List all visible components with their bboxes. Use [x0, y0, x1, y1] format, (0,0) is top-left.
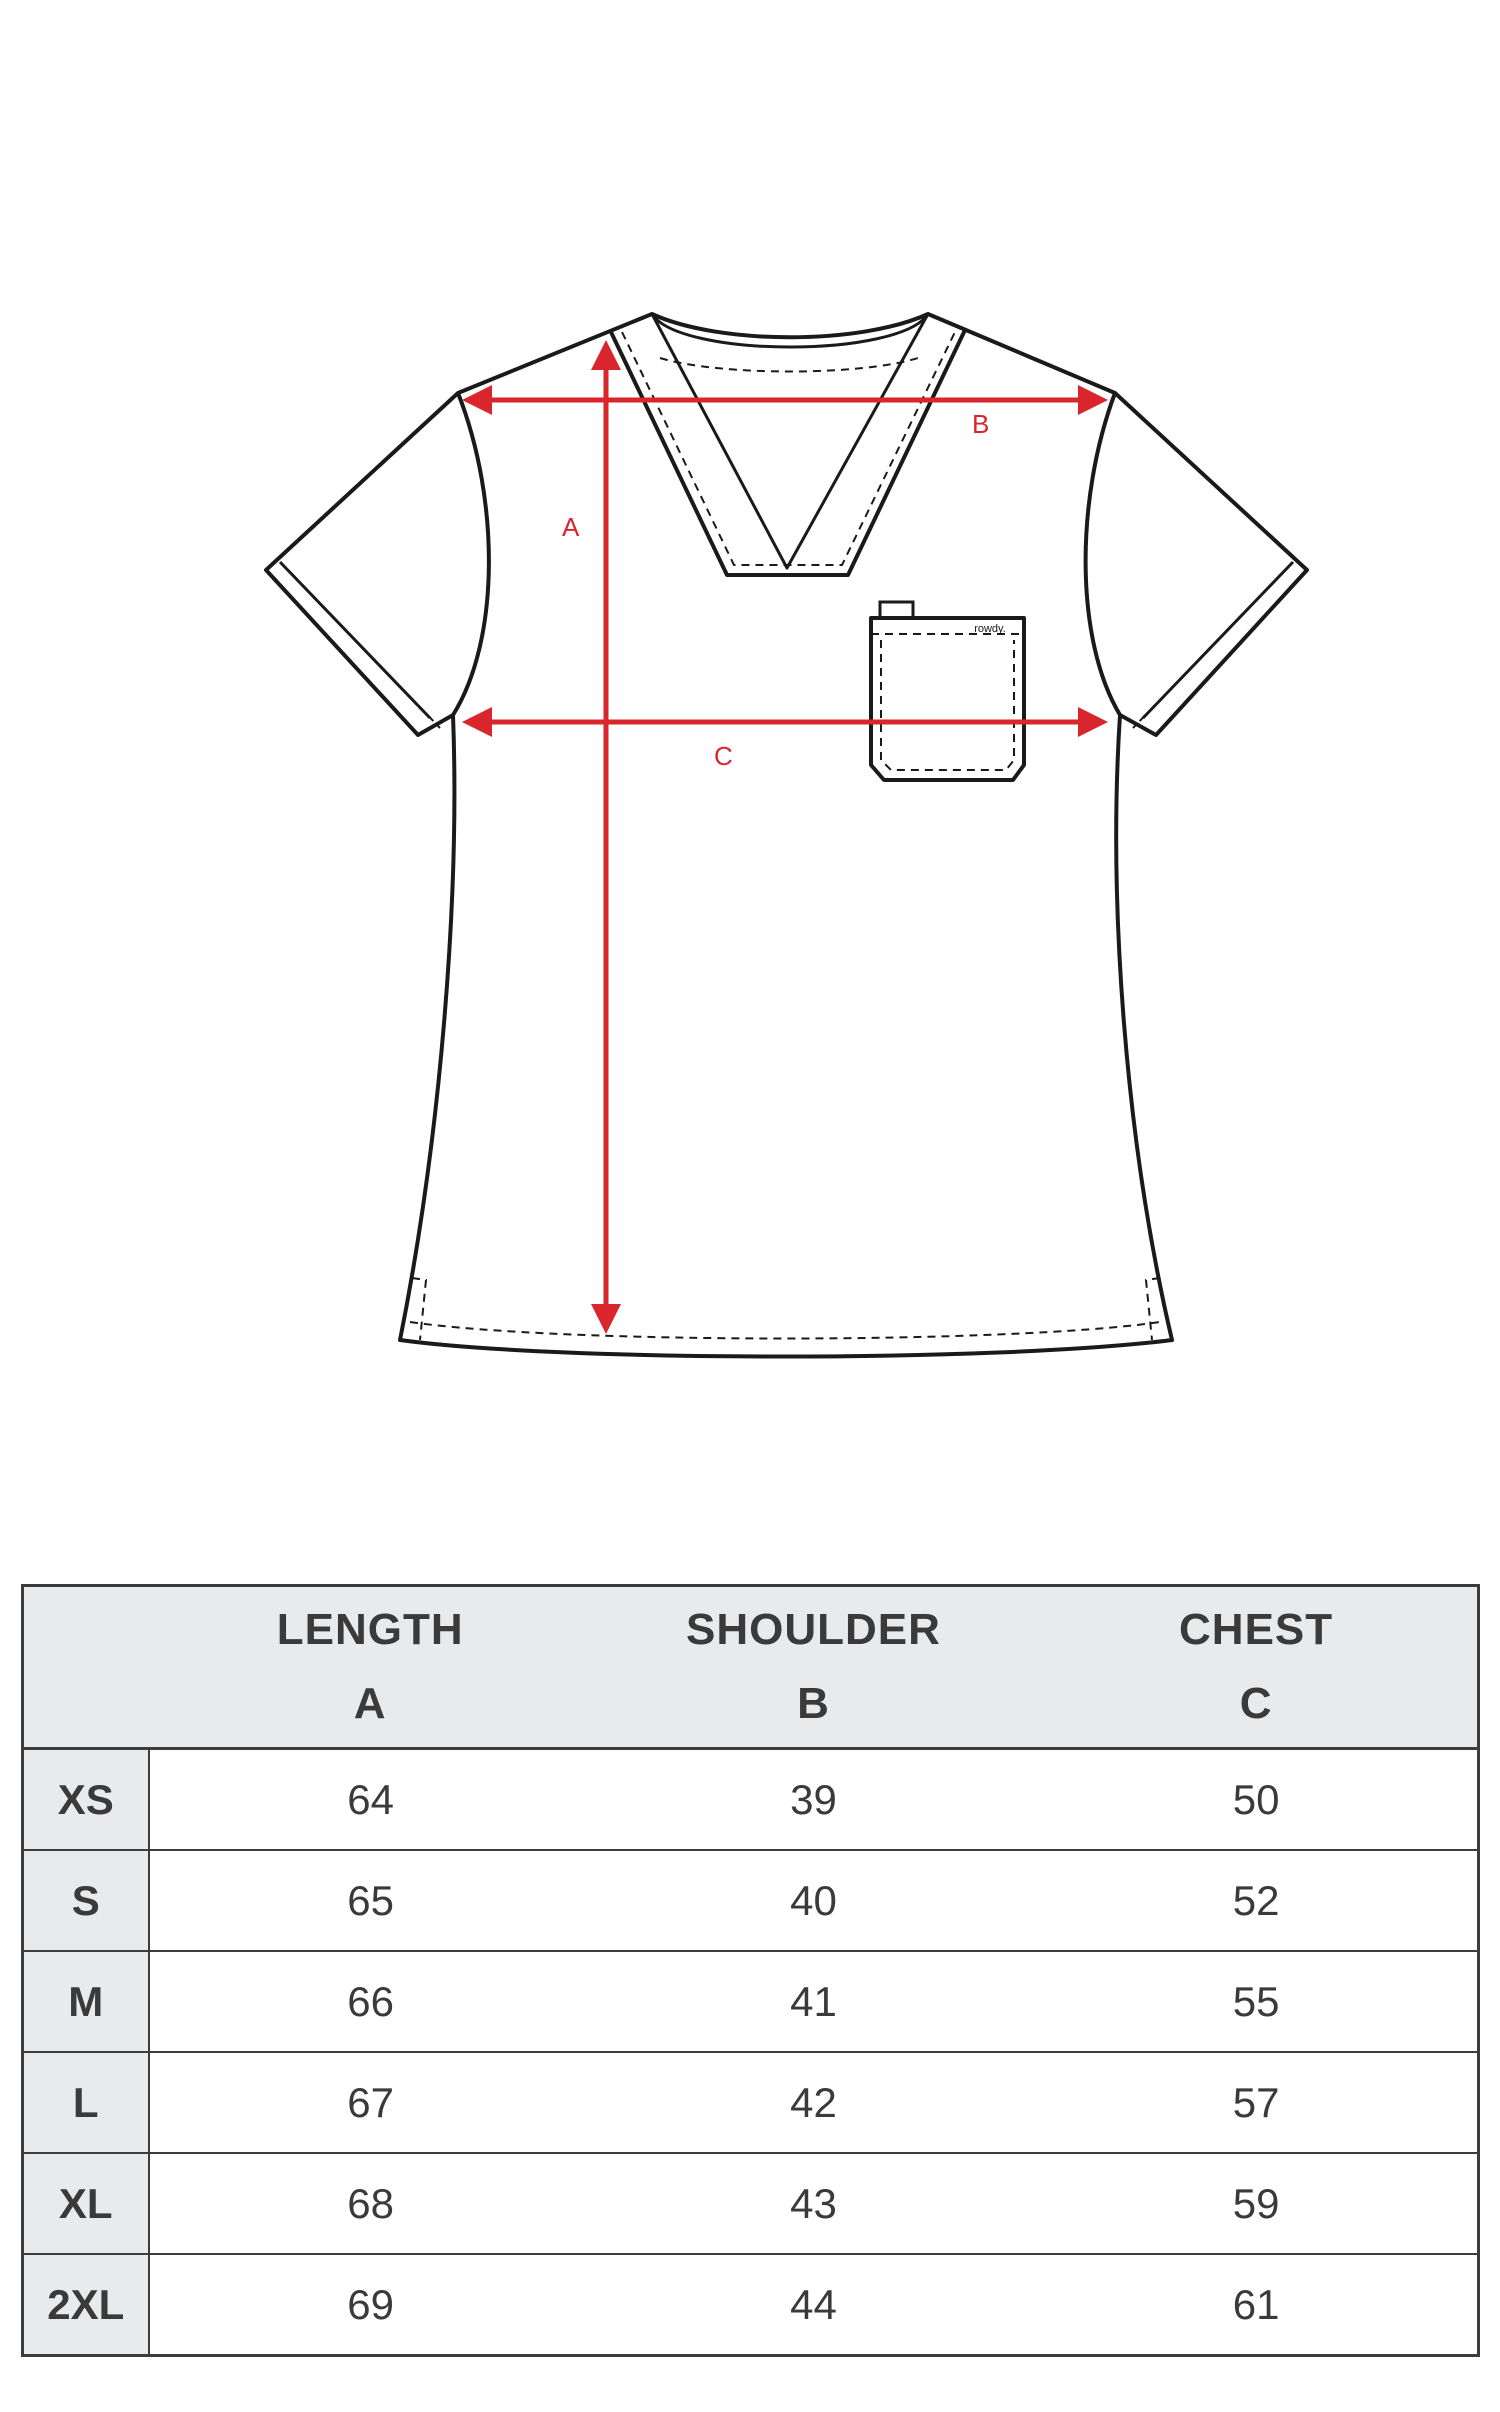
left-sleeve-hem-stitch [291, 573, 441, 729]
header-corner [22, 1584, 149, 1750]
header-shoulder-name: SHOULDER [686, 1605, 941, 1654]
pocket-brand-label: rowdy. [974, 623, 1006, 635]
shirt-svg: rowdy. A B C [264, 312, 1309, 1359]
shoulder-cell: 44 [591, 2253, 1036, 2357]
back-neck-line [650, 313, 930, 349]
size-label: S [21, 1849, 150, 1952]
table-row: XS 64 39 50 [21, 1747, 1479, 1851]
right-sleeve-hem-stitch [1132, 573, 1282, 729]
table-row: 2XL 69 44 61 [21, 2253, 1479, 2357]
chest-cell: 61 [1035, 2253, 1479, 2357]
header-chest: CHEST C [1035, 1584, 1479, 1750]
header-length-letter: A [353, 1679, 387, 1728]
size-label: XS [21, 1747, 150, 1851]
shoulder-cell: 39 [591, 1747, 1036, 1851]
header-shoulder-letter: B [797, 1679, 830, 1728]
shirt-outline [264, 312, 1309, 1359]
header-chest-letter: C [1239, 1679, 1273, 1728]
table-row: M 66 41 55 [21, 1950, 1479, 2053]
shoulder-cell: 43 [591, 2152, 1036, 2255]
header-chest-name: CHEST [1179, 1605, 1334, 1654]
label-c: C [714, 741, 733, 771]
size-label: L [21, 2051, 150, 2154]
chest-cell: 57 [1035, 2051, 1479, 2154]
v-neck-band-outer [608, 329, 967, 577]
table-row: S 65 40 52 [21, 1849, 1479, 1952]
chest-cell: 50 [1035, 1747, 1479, 1851]
left-vent [411, 1277, 428, 1341]
header-length-name: LENGTH [276, 1605, 464, 1654]
chest-cell: 52 [1035, 1849, 1479, 1952]
table-row: L 67 42 57 [21, 2051, 1479, 2154]
back-neck-stitch [659, 357, 919, 373]
label-a: A [562, 512, 580, 542]
length-cell: 67 [148, 2051, 592, 2154]
length-cell: 66 [148, 1950, 592, 2053]
v-neck-stitch-outer [621, 331, 956, 566]
left-armhole-seam [451, 392, 491, 717]
shoulder-cell: 41 [591, 1950, 1036, 2053]
shoulder-cell: 40 [591, 1849, 1036, 1952]
table-header-row: LENGTH A SHOULDER B CHEST C [22, 1584, 1479, 1750]
pocket [869, 616, 1026, 782]
size-chart-table: LENGTH A SHOULDER B CHEST C XS 64 39 50 … [21, 1584, 1480, 2357]
length-cell: 64 [148, 1747, 592, 1851]
pocket-stitch [880, 640, 1015, 771]
chest-cell: 59 [1035, 2152, 1479, 2255]
chest-cell: 55 [1035, 1950, 1479, 2053]
right-armhole-seam [1083, 392, 1122, 717]
length-cell: 69 [148, 2253, 592, 2357]
shoulder-cell: 42 [591, 2051, 1036, 2154]
size-label: M [21, 1950, 150, 2053]
table-row: XL 68 43 59 [21, 2152, 1479, 2255]
size-label: XL [21, 2152, 150, 2255]
right-vent [1144, 1277, 1161, 1341]
header-shoulder: SHOULDER B [591, 1584, 1036, 1750]
size-label: 2XL [21, 2253, 150, 2357]
label-b: B [972, 409, 989, 439]
header-length: LENGTH A [148, 1584, 592, 1750]
length-cell: 68 [148, 2152, 592, 2255]
length-cell: 65 [148, 1849, 592, 1952]
shirt-diagram: rowdy. A B C [264, 312, 1309, 1359]
